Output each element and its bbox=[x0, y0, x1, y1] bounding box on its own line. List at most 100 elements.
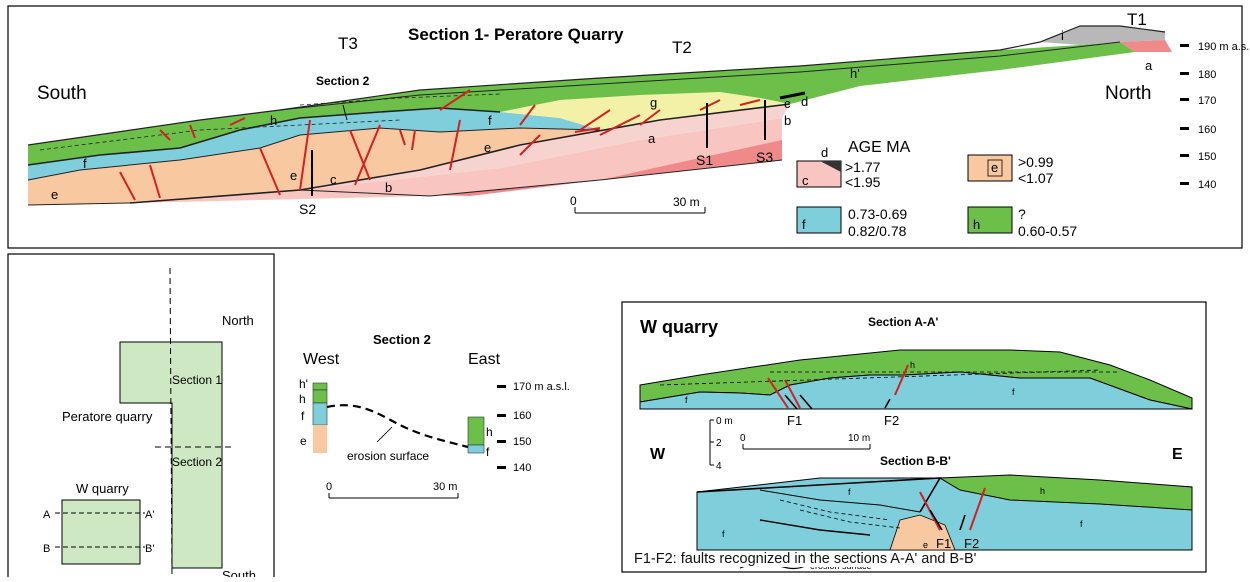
top-thick-layer bbox=[779, 91, 806, 100]
bb-unit-h: h bbox=[1040, 486, 1045, 496]
svg-text:d: d bbox=[821, 145, 828, 160]
wquarry-scales bbox=[709, 419, 871, 466]
s2-unit-e: e bbox=[300, 434, 307, 448]
svg-text:<1.95: <1.95 bbox=[845, 174, 881, 190]
aa-unit-f-left: f bbox=[685, 395, 688, 405]
section2-erosion: erosion surface bbox=[347, 449, 429, 463]
north-label: North bbox=[1105, 83, 1151, 104]
section2-marker-label: Section 2 bbox=[316, 74, 370, 88]
svg-text:0.73-0.69: 0.73-0.69 bbox=[848, 206, 907, 222]
s2-unit-f: f bbox=[301, 409, 305, 423]
section2-east: East bbox=[468, 351, 501, 368]
section2-scale-end: 30 m bbox=[433, 481, 457, 493]
section2-scale-start: 0 bbox=[326, 481, 332, 493]
unit-e-body bbox=[28, 120, 660, 205]
vscale-4: 4 bbox=[716, 461, 722, 472]
f-base-line bbox=[27, 127, 601, 181]
svg-text:e: e bbox=[290, 168, 297, 183]
s2-east-h: h bbox=[486, 425, 493, 439]
svg-text:180: 180 bbox=[1198, 69, 1216, 81]
bb-fault-f2: F2 bbox=[964, 536, 979, 551]
unit-letters: i a h' h g f f e e e c b a c d b bbox=[51, 28, 1153, 202]
internal-dashed-h2 bbox=[299, 93, 501, 106]
svg-text:0: 0 bbox=[570, 194, 577, 208]
svg-text:190 m a.s.l.: 190 m a.s.l. bbox=[1198, 41, 1250, 53]
svg-text:c: c bbox=[802, 173, 809, 188]
unit-h-body bbox=[28, 42, 1135, 165]
s2-unit-h: h bbox=[299, 392, 306, 406]
unit-b-body bbox=[130, 118, 782, 203]
elevation-axis: 190 m a.s.l. 180 170 160 150 140 bbox=[1180, 41, 1250, 191]
bb-fault-f1: F1 bbox=[936, 536, 951, 551]
section2-elev-140: 140 bbox=[513, 462, 531, 474]
legend-swatch-h bbox=[967, 206, 1013, 234]
map-north: North bbox=[222, 313, 254, 328]
map-section2: Section 2 bbox=[172, 455, 222, 469]
map-b: B bbox=[43, 543, 50, 555]
aa-fault-f1: F1 bbox=[787, 413, 802, 428]
s2-unit-hprime: h' bbox=[299, 377, 308, 391]
svg-text:h': h' bbox=[850, 66, 860, 81]
aa-unit-f-right: f bbox=[1012, 387, 1015, 397]
section-aa-title: Section A-A' bbox=[868, 315, 939, 329]
svg-text:0.60-0.57: 0.60-0.57 bbox=[1018, 223, 1077, 239]
faults-section1 bbox=[119, 89, 761, 201]
section2-west: West bbox=[303, 351, 340, 368]
svg-text:f: f bbox=[83, 156, 87, 171]
wquarry-frame bbox=[621, 301, 1207, 573]
svg-text:>0.99: >0.99 bbox=[1018, 154, 1054, 170]
internal-dashed-h bbox=[39, 119, 401, 151]
terrace-t1: T1 bbox=[1127, 10, 1147, 29]
vscale-0: 0 m bbox=[716, 416, 733, 427]
south-label: South bbox=[37, 83, 87, 104]
svg-text:0.82/0.78: 0.82/0.78 bbox=[848, 223, 907, 239]
map-peratore: Peratore quarry bbox=[62, 409, 153, 424]
svg-text:>1.77: >1.77 bbox=[845, 159, 881, 175]
terrace-t3: T3 bbox=[338, 34, 358, 53]
map-a-prime: A' bbox=[145, 509, 154, 521]
section-bb-title: Section B-B' bbox=[880, 454, 951, 468]
map-wquarry: W quarry bbox=[76, 481, 129, 496]
age-legend-title: AGE MA bbox=[848, 139, 911, 156]
svg-text:e: e bbox=[484, 140, 491, 155]
age-legend: AGE MA d c >1.77 <1.95 e >0.99 <1.07 f 0… bbox=[796, 139, 1077, 239]
map-south: South bbox=[222, 568, 256, 577]
map-a: A bbox=[43, 509, 51, 521]
map-frame bbox=[7, 253, 275, 582]
unit-i-body bbox=[1040, 26, 1165, 45]
hscale-0: 0 bbox=[740, 433, 746, 444]
svg-text:150: 150 bbox=[1198, 151, 1216, 163]
sample-s3: S3 bbox=[756, 149, 773, 165]
svg-text:c: c bbox=[784, 96, 791, 111]
section1-title: Section 1- Peratore Quarry bbox=[408, 25, 624, 44]
svg-text:d: d bbox=[801, 94, 808, 109]
wquarry-caption-line: F1-F2: faults recognized in the sections… bbox=[634, 551, 977, 567]
svg-text:30 m: 30 m bbox=[673, 195, 700, 209]
f-top-line bbox=[27, 107, 501, 166]
sample-s2: S2 bbox=[299, 201, 316, 217]
svg-text:e: e bbox=[51, 187, 58, 202]
svg-text:b: b bbox=[784, 113, 791, 128]
hscale-10: 10 m bbox=[848, 433, 870, 444]
scale-bar-section1: 0 30 m bbox=[570, 194, 706, 214]
bb-unit-f-right: f bbox=[1080, 519, 1083, 529]
section2-elev-150: 150 bbox=[513, 436, 531, 448]
svg-text:b: b bbox=[385, 180, 392, 195]
unit-c-body bbox=[300, 104, 790, 190]
section1-frame bbox=[7, 5, 1243, 249]
unit-f-body bbox=[28, 108, 600, 180]
unit-a-t1 bbox=[1120, 40, 1172, 52]
bb-unit-e: e bbox=[923, 540, 928, 550]
w-quarry-outline bbox=[61, 499, 141, 565]
wquarry-w: W bbox=[650, 446, 666, 463]
section2-marker-line bbox=[342, 104, 348, 121]
svg-text:c: c bbox=[330, 172, 337, 187]
bb-unit-f-top: f bbox=[848, 487, 851, 497]
svg-text:a: a bbox=[648, 131, 656, 146]
svg-text:170: 170 bbox=[1198, 95, 1216, 107]
wquarry-title: W quarry bbox=[640, 317, 718, 337]
svg-text:e: e bbox=[991, 160, 998, 175]
aa-unit-h: h bbox=[910, 360, 915, 370]
location-map bbox=[55, 267, 232, 578]
